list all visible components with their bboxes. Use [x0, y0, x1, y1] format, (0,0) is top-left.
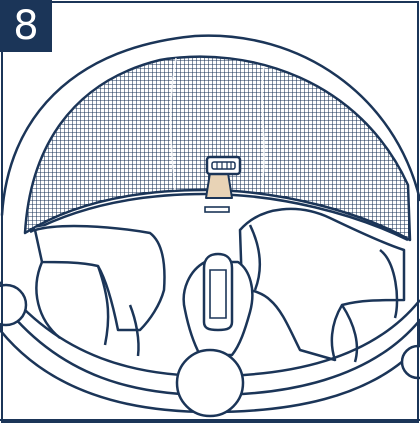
right-cushion-fold [248, 224, 261, 291]
mesh-seam [169, 57, 177, 191]
tag-buckle-slot [211, 161, 236, 170]
step-number-badge: 8 [0, 0, 52, 52]
bumper-bar [0, 298, 420, 414]
tag-buckle-teeth [216, 162, 232, 169]
crotch-buckle-slot [209, 269, 227, 319]
right-cushion-fold [340, 304, 359, 363]
center-marker [204, 206, 230, 213]
left-cushion-fold [128, 304, 140, 357]
right-cushion-fold [379, 249, 399, 319]
crotch-buckle [202, 252, 234, 332]
left-cushion [33, 224, 166, 332]
mesh-seam [261, 65, 265, 189]
mesh-binding [29, 192, 409, 242]
outer-shell [0, 34, 420, 217]
left-cushion-fold [96, 265, 110, 346]
left-bumper-cap [0, 283, 28, 327]
mesh-canopy [23, 55, 412, 242]
step-number: 8 [13, 3, 39, 49]
tag-strap [205, 172, 233, 199]
bumper-center-knob [175, 348, 245, 418]
right-cushion [238, 207, 406, 362]
